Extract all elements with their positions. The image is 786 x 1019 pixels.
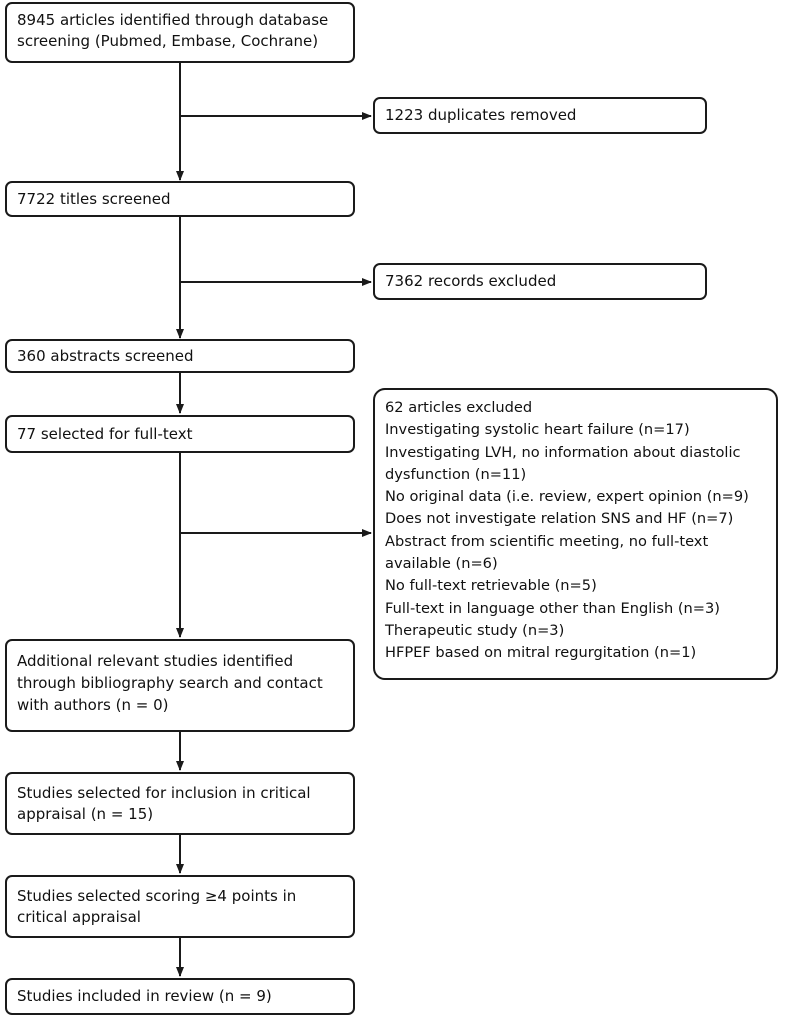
box-records-excluded-text: 7362 records excluded — [385, 272, 557, 290]
box-identified: 8945 articles identified through databas… — [5, 2, 355, 63]
excluded-title: 62 articles excluded — [385, 399, 533, 416]
excluded-reason: No original data (i.e. review, expert op… — [385, 488, 749, 506]
excluded-reason: Abstract from scientific meeting, no ful… — [385, 532, 709, 573]
box-identified-text: 8945 articles identified through databas… — [17, 11, 329, 50]
excluded-reason: No full-text retrievable (n=5) — [385, 577, 597, 595]
box-duplicates-removed: 1223 duplicates removed — [373, 97, 707, 134]
excluded-reason: Investigating LVH, no information about … — [385, 443, 741, 483]
box-abstracts-text: 360 abstracts screened — [17, 346, 194, 365]
box-articles-excluded: 62 articles excluded Investigating systo… — [373, 388, 778, 680]
excluded-reason: Therapeutic study (n=3) — [385, 621, 565, 639]
box-titles-screened: 7722 titles screened — [5, 181, 355, 217]
box-titles-text: 7722 titles screened — [17, 189, 171, 208]
box-critical-text: Studies selected for inclusion in critic… — [17, 783, 311, 823]
box-abstracts-screened: 360 abstracts screened — [5, 339, 355, 373]
box-fulltext-text: 77 selected for full-text — [17, 424, 193, 443]
box-additional-text: Additional relevant studies identified t… — [17, 652, 323, 714]
excluded-reason: Investigating systolic heart failure (n=… — [385, 421, 690, 439]
box-fulltext-selected: 77 selected for full-text — [5, 415, 355, 453]
box-additional-studies: Additional relevant studies identified t… — [5, 639, 355, 732]
box-scoring-text: Studies selected scoring ≥4 points in cr… — [17, 886, 297, 926]
excluded-reason: HFPEF based on mitral regurgitation (n=1… — [385, 644, 697, 662]
box-duplicates-text: 1223 duplicates removed — [385, 106, 577, 124]
box-records-excluded: 7362 records excluded — [373, 263, 707, 300]
box-included-text: Studies included in review (n = 9) — [17, 987, 272, 1005]
box-included-in-review: Studies included in review (n = 9) — [5, 978, 355, 1015]
excluded-reason: Full-text in language other than English… — [385, 599, 720, 617]
box-scoring: Studies selected scoring ≥4 points in cr… — [5, 875, 355, 938]
box-critical-appraisal: Studies selected for inclusion in critic… — [5, 772, 355, 835]
excluded-reason: Does not investigate relation SNS and HF… — [385, 510, 734, 528]
